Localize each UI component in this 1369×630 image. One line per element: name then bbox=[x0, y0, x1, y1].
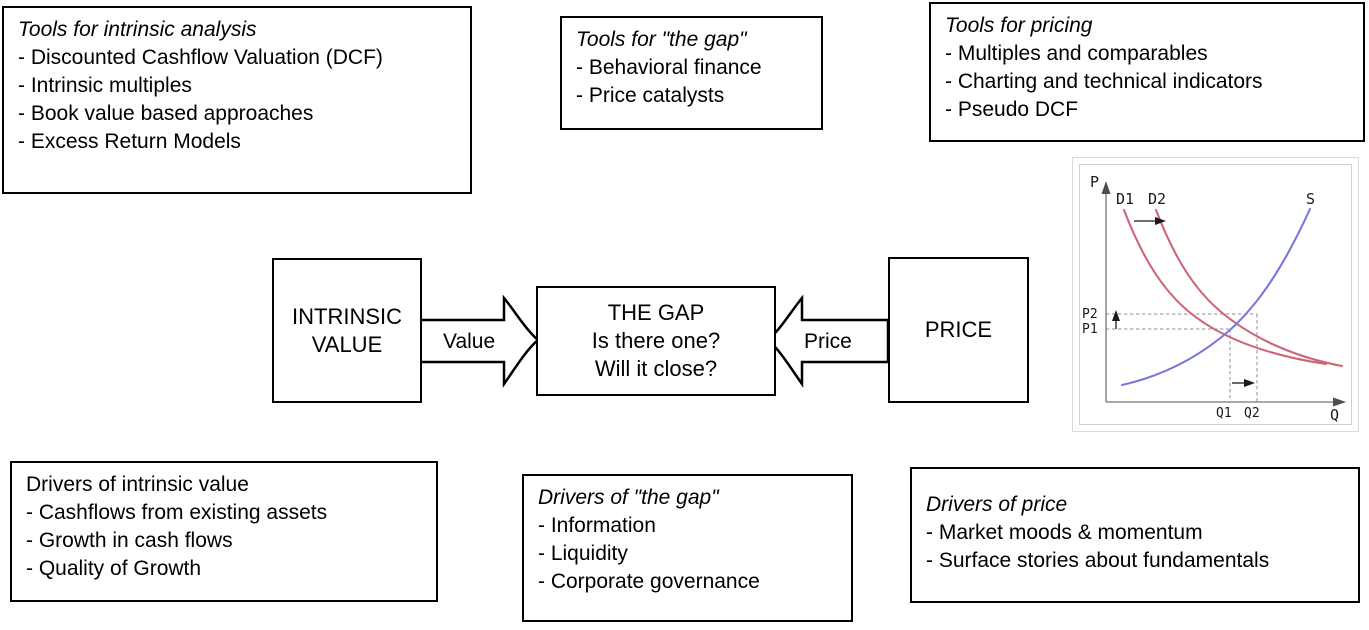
box-tools-for-intrinsic-analysis: Tools for intrinsic analysis - Discounte… bbox=[2, 6, 472, 194]
list-item: - Behavioral finance bbox=[576, 56, 762, 79]
price-line-1: PRICE bbox=[924, 317, 993, 342]
intrinsic-value-line-2: VALUE bbox=[311, 331, 383, 357]
list-item: - Growth in cash flows bbox=[26, 529, 233, 552]
list-item: - Price catalysts bbox=[576, 84, 725, 107]
box-title: Tools for "the gap" bbox=[576, 28, 747, 51]
chart-axis-x bbox=[1106, 397, 1346, 407]
list-item: - Corporate governance bbox=[538, 570, 760, 593]
box-title: Tools for intrinsic analysis bbox=[18, 18, 257, 41]
chart-label-p1: P1 bbox=[1082, 322, 1098, 337]
list-item: - Liquidity bbox=[538, 542, 628, 565]
list-item: - Information bbox=[538, 514, 656, 537]
chart-label-s: S bbox=[1306, 190, 1315, 208]
box-drivers-of-intrinsic-value: Drivers of intrinsic value - Cashflows f… bbox=[10, 461, 438, 602]
chart-label-p-axis: P bbox=[1090, 173, 1099, 191]
arrow-price-label: Price bbox=[804, 330, 852, 353]
chart-label-q-axis: Q bbox=[1330, 406, 1339, 424]
chart-label-q1: Q1 bbox=[1216, 406, 1232, 421]
list-item: - Book value based approaches bbox=[18, 102, 314, 125]
the-gap-line-1: THE GAP bbox=[607, 300, 705, 325]
curve-s bbox=[1120, 207, 1312, 387]
chart-axis-y bbox=[1101, 181, 1111, 402]
list-item: - Multiples and comparables bbox=[945, 42, 1208, 65]
intrinsic-value-line-1: INTRINSIC bbox=[292, 303, 402, 329]
the-gap-line-3: Will it close? bbox=[594, 356, 718, 381]
list-item: - Discounted Cashflow Valuation (DCF) bbox=[18, 46, 383, 69]
box-title: Drivers of price bbox=[926, 493, 1068, 516]
box-tools-for-the-gap: Tools for "the gap" - Behavioral finance… bbox=[560, 16, 823, 130]
list-item: - Surface stories about fundamentals bbox=[926, 549, 1270, 572]
list-item: - Cashflows from existing assets bbox=[26, 501, 328, 524]
the-gap-line-2: Is there one? bbox=[591, 328, 721, 353]
list-item: - Charting and technical indicators bbox=[945, 70, 1263, 93]
curve-d2 bbox=[1154, 208, 1344, 368]
chart-label-d1: D1 bbox=[1116, 190, 1134, 208]
list-item: - Intrinsic multiples bbox=[18, 74, 192, 97]
chart-svg: P Q D1 D2 S P1 P2 Q1 Q2 bbox=[1082, 173, 1346, 424]
chart-label-d2: D2 bbox=[1148, 190, 1166, 208]
box-title: Drivers of "the gap" bbox=[538, 486, 719, 509]
chart-label-q2: Q2 bbox=[1244, 406, 1260, 421]
arrow-value-label: Value bbox=[443, 330, 496, 353]
box-title: Tools for pricing bbox=[945, 14, 1093, 37]
box-the-gap: THE GAP Is there one? Will it close? bbox=[536, 286, 776, 396]
list-item: - Pseudo DCF bbox=[945, 98, 1079, 121]
box-tools-for-pricing: Tools for pricing - Multiples and compar… bbox=[929, 2, 1365, 142]
box-intrinsic-value: INTRINSIC VALUE bbox=[272, 258, 422, 403]
box-price: PRICE bbox=[888, 257, 1029, 403]
box-drivers-of-price: Drivers of price - Market moods & moment… bbox=[910, 467, 1360, 603]
shift-arrow-quantity bbox=[1232, 379, 1255, 387]
supply-demand-chart: P Q D1 D2 S P1 P2 Q1 Q2 bbox=[1072, 157, 1359, 432]
chart-guides bbox=[1106, 313, 1258, 402]
chart-plot-area: P Q D1 D2 S P1 P2 Q1 Q2 bbox=[1079, 164, 1352, 425]
box-title: Drivers of intrinsic value bbox=[26, 473, 249, 496]
chart-label-p2: P2 bbox=[1082, 307, 1098, 322]
shift-arrow-price bbox=[1112, 310, 1120, 329]
list-item: - Excess Return Models bbox=[18, 130, 241, 153]
shift-arrow-demand bbox=[1134, 217, 1166, 225]
box-drivers-of-the-gap: Drivers of "the gap" - Information - Liq… bbox=[522, 474, 853, 622]
curve-d1 bbox=[1122, 208, 1328, 366]
list-item: - Quality of Growth bbox=[26, 557, 202, 580]
list-item: - Market moods & momentum bbox=[926, 521, 1203, 544]
